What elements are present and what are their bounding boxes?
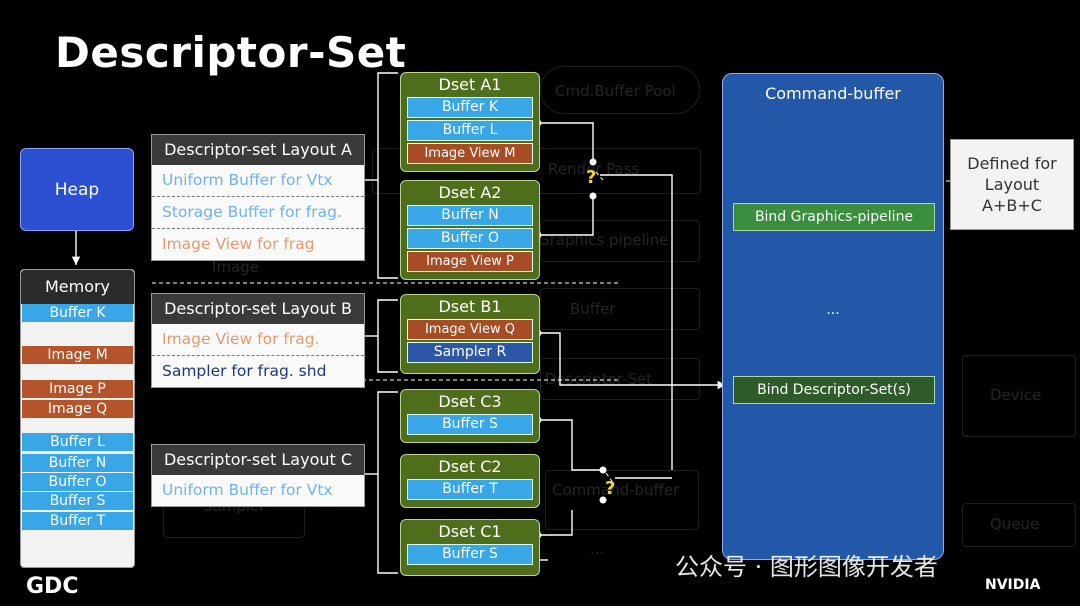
memory-block: Memory Buffer K Image M Image P Image Q … — [20, 269, 135, 568]
dset-title: Dset A1 — [438, 75, 502, 94]
gdc-logo: GDC — [26, 574, 79, 599]
command-buffer-title: Command-buffer — [765, 84, 901, 103]
ghost-label: Descriptor-Set — [545, 370, 653, 388]
layout-a: Descriptor-set Layout A Uniform Buffer f… — [151, 134, 365, 261]
dset-item: Buffer N — [407, 205, 533, 226]
ghost-pipeline — [540, 220, 700, 262]
watermark: 公众号 · 图形图像开发者 — [675, 553, 938, 581]
slide-title: Descriptor-Set — [55, 28, 407, 77]
layout-row: Uniform Buffer for Vtx — [162, 481, 333, 499]
dset-item: Buffer K — [407, 97, 533, 118]
dset-b1: Dset B1 Image View Q Sampler R — [400, 294, 540, 374]
layout-title: Descriptor-set Layout A — [152, 135, 364, 165]
ghost-buffer — [540, 288, 700, 330]
memory-cell: Buffer N — [22, 454, 133, 472]
dset-item: Image View P — [407, 251, 533, 272]
dset-item: Buffer O — [407, 228, 533, 249]
memory-cell: Buffer T — [22, 512, 133, 530]
dset-item: Buffer T — [407, 479, 533, 500]
layout-row: Image View for frag. — [162, 330, 320, 348]
defined-for-note: Defined for Layout A+B+C — [950, 139, 1074, 230]
dset-title: Dset A2 — [438, 183, 502, 202]
memory-cell: Image M — [22, 346, 133, 364]
ghost-label: ... — [590, 540, 605, 558]
memory-cell: Image Q — [22, 400, 133, 418]
ghost-dset — [540, 358, 700, 400]
memory-cell: Image P — [22, 380, 133, 398]
dset-c3: Dset C3 Buffer S — [400, 389, 540, 443]
ghost-label: Render Pass — [548, 160, 640, 178]
ghost-cmd — [545, 470, 699, 530]
dset-a1: Dset A1 Buffer K Buffer L Image View M — [400, 72, 540, 172]
layout-c: Descriptor-set Layout C Uniform Buffer f… — [151, 444, 365, 507]
layout-row: Storage Buffer for frag. — [152, 196, 364, 228]
memory-cell: Buffer O — [22, 473, 133, 491]
command-buffer: Command-buffer Bind Graphics-pipeline ..… — [722, 73, 944, 560]
ghost-label: Command-buffer — [552, 481, 680, 499]
ghost-device — [962, 355, 1076, 437]
nvidia-logo: NVIDIA — [985, 577, 1041, 593]
dset-c1: Dset C1 Buffer S — [400, 519, 540, 576]
dset-title: Dset C2 — [438, 457, 502, 476]
question-mark-c: ? — [605, 478, 616, 499]
dset-item: Image View Q — [407, 319, 533, 340]
ghost-label: Queue — [990, 515, 1040, 533]
layout-row: Sampler for frag. shd — [152, 355, 364, 387]
layout-row: Image View for frag — [152, 228, 364, 260]
ghost-label: Buffer — [570, 300, 616, 318]
question-mark-a: ? — [586, 167, 597, 188]
memory-cell: Buffer K — [22, 304, 133, 322]
dset-title: Dset C3 — [438, 392, 502, 411]
layout-title: Descriptor-set Layout C — [152, 445, 364, 475]
dset-item: Buffer S — [407, 544, 533, 565]
ellipsis: ... — [826, 302, 840, 318]
dset-item: Buffer S — [407, 414, 533, 435]
dset-item: Sampler R — [407, 342, 533, 363]
heap-box: Heap — [20, 148, 134, 231]
bind-pipeline-step: Bind Graphics-pipeline — [733, 203, 935, 231]
defined-for-text: Defined for Layout A+B+C — [967, 154, 1057, 215]
memory-cell: Buffer L — [22, 433, 133, 451]
layout-b: Descriptor-set Layout B Image View for f… — [151, 293, 365, 388]
dset-title: Dset B1 — [438, 297, 502, 316]
ghost-queue — [962, 503, 1076, 547]
dset-a2: Dset A2 Buffer N Buffer O Image View P — [400, 180, 540, 280]
dset-title: Dset C1 — [438, 522, 502, 541]
dset-item: Buffer L — [407, 120, 533, 141]
memory-title: Memory — [21, 270, 134, 304]
ghost-label: Cmd.Buffer Pool — [555, 82, 676, 100]
ghost-cmd-pool — [540, 66, 700, 114]
ghost-label: Image — [212, 258, 259, 276]
bind-dsets-step: Bind Descriptor-Set(s) — [733, 376, 935, 404]
dset-item: Image View M — [407, 143, 533, 164]
layout-title: Descriptor-set Layout B — [152, 294, 364, 324]
layout-row: Uniform Buffer for Vtx — [162, 171, 333, 189]
ghost-label: Device — [990, 386, 1042, 404]
memory-cell: Buffer S — [22, 492, 133, 510]
dset-c2: Dset C2 Buffer T — [400, 454, 540, 508]
